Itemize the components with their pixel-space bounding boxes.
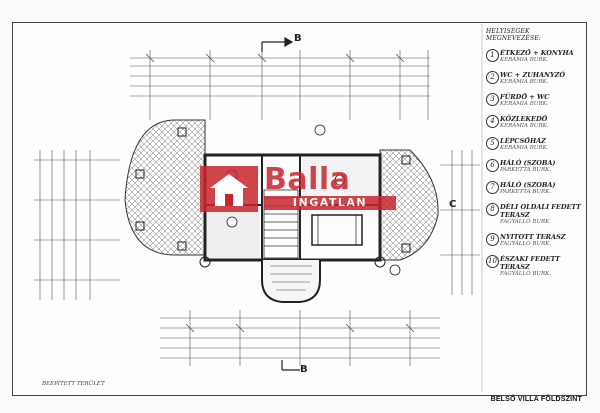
plan-caption: BELSŐ VILLA FÖLDSZINT	[490, 396, 582, 403]
tower-steps	[270, 265, 312, 291]
terrace-columns	[135, 127, 411, 268]
legend-item-number: 5	[486, 137, 499, 150]
legend-item-number: 8	[486, 203, 499, 216]
section-label-bottom: B	[300, 364, 308, 375]
legend-item-number: 10	[486, 255, 499, 268]
legend-item-name: ÉSZAKI FEDETT TERASZ	[500, 255, 560, 271]
legend-item-finish: PARKETTA BURK.	[500, 189, 551, 195]
legend-item-name: FÜRDŐ + WC	[500, 93, 550, 101]
legend-item-finish: PARKETTA BURK.	[500, 167, 551, 173]
logo-brand-text: Balla	[264, 162, 351, 197]
right-dimension-lines	[440, 150, 480, 295]
top-dimension-lines	[130, 50, 430, 120]
stair-tower	[261, 260, 321, 303]
legend-item-finish: KERÁMIA BURK.	[500, 79, 549, 85]
room-bedroom	[207, 207, 260, 258]
legend-item-finish: FAGYÁLLÓ BURK.	[500, 241, 552, 247]
legend-header: HELYISÉGEK MEGNEVEZÉSE:	[486, 28, 542, 42]
legend-item-number: 1	[486, 49, 499, 62]
legend-item-number: 6	[486, 159, 499, 172]
legend-item-name: LÉPCSŐHÁZ	[500, 137, 546, 145]
logo-sub-text: INGATLAN	[264, 196, 396, 210]
section-label-top: B	[294, 33, 302, 44]
east-terrace-hatched	[379, 149, 439, 261]
legend-item-number: 9	[486, 233, 499, 246]
legend-item-name: ÉTKEZŐ + KONYHA	[500, 49, 574, 57]
legend-item-number: 2	[486, 71, 499, 84]
dimension-ticks	[145, 53, 415, 333]
west-terrace-hatched	[124, 119, 206, 256]
legend-item-number: 4	[486, 115, 499, 128]
balla-ingatlan-logo: Balla INGATLAN	[200, 162, 402, 214]
legend-item-name: WC + ZUHANYZÓ	[500, 71, 566, 79]
legend-item-finish: FAGYÁLLÓ BURK.	[500, 219, 552, 225]
section-marker-bottom	[281, 360, 300, 371]
legend-item-name: KÖZLEKEDŐ	[500, 115, 548, 123]
legend-item-finish: KERÁMIA BURK.	[500, 123, 549, 129]
section-label-right: C	[449, 199, 457, 210]
legend-item-name: HÁLÓ (SZOBA)	[500, 181, 556, 189]
house-icon	[200, 166, 258, 212]
legend-item-name: HÁLÓ (SZOBA)	[500, 159, 556, 167]
legend-item-number: 3	[486, 93, 499, 106]
bottom-dimension-lines	[160, 310, 440, 366]
left-dimension-lines	[34, 150, 120, 300]
legend-item-finish: KERÁMIA BURK.	[500, 145, 549, 151]
built-area-note: BEÉPÍTETT TERÜLET	[42, 381, 105, 387]
legend-item-finish: FAGYÁLLÓ BURK.	[500, 271, 552, 277]
legend-item-name: NYITOTT TERASZ	[500, 233, 566, 241]
section-marker-top	[261, 36, 294, 52]
legend-item-finish: KERÁMIA BURK.	[500, 57, 549, 63]
legend-item-name: DÉLI OLDALI FEDETT TERASZ	[500, 203, 581, 219]
legend-item-number: 7	[486, 181, 499, 194]
legend-item-finish: KERÁMIA BURK.	[500, 101, 549, 107]
